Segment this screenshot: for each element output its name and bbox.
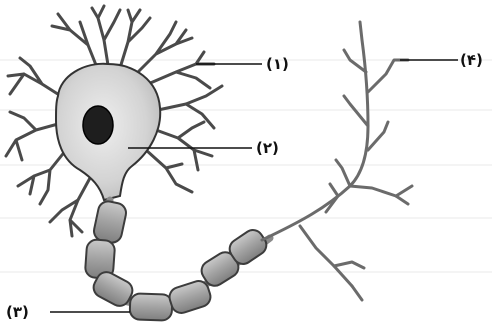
label-1: (۱) [266,55,289,73]
label-3: (۳) [6,303,29,321]
label-2: (۲) [256,139,279,157]
label-4: (۴) [460,51,483,69]
nucleus [83,106,113,144]
